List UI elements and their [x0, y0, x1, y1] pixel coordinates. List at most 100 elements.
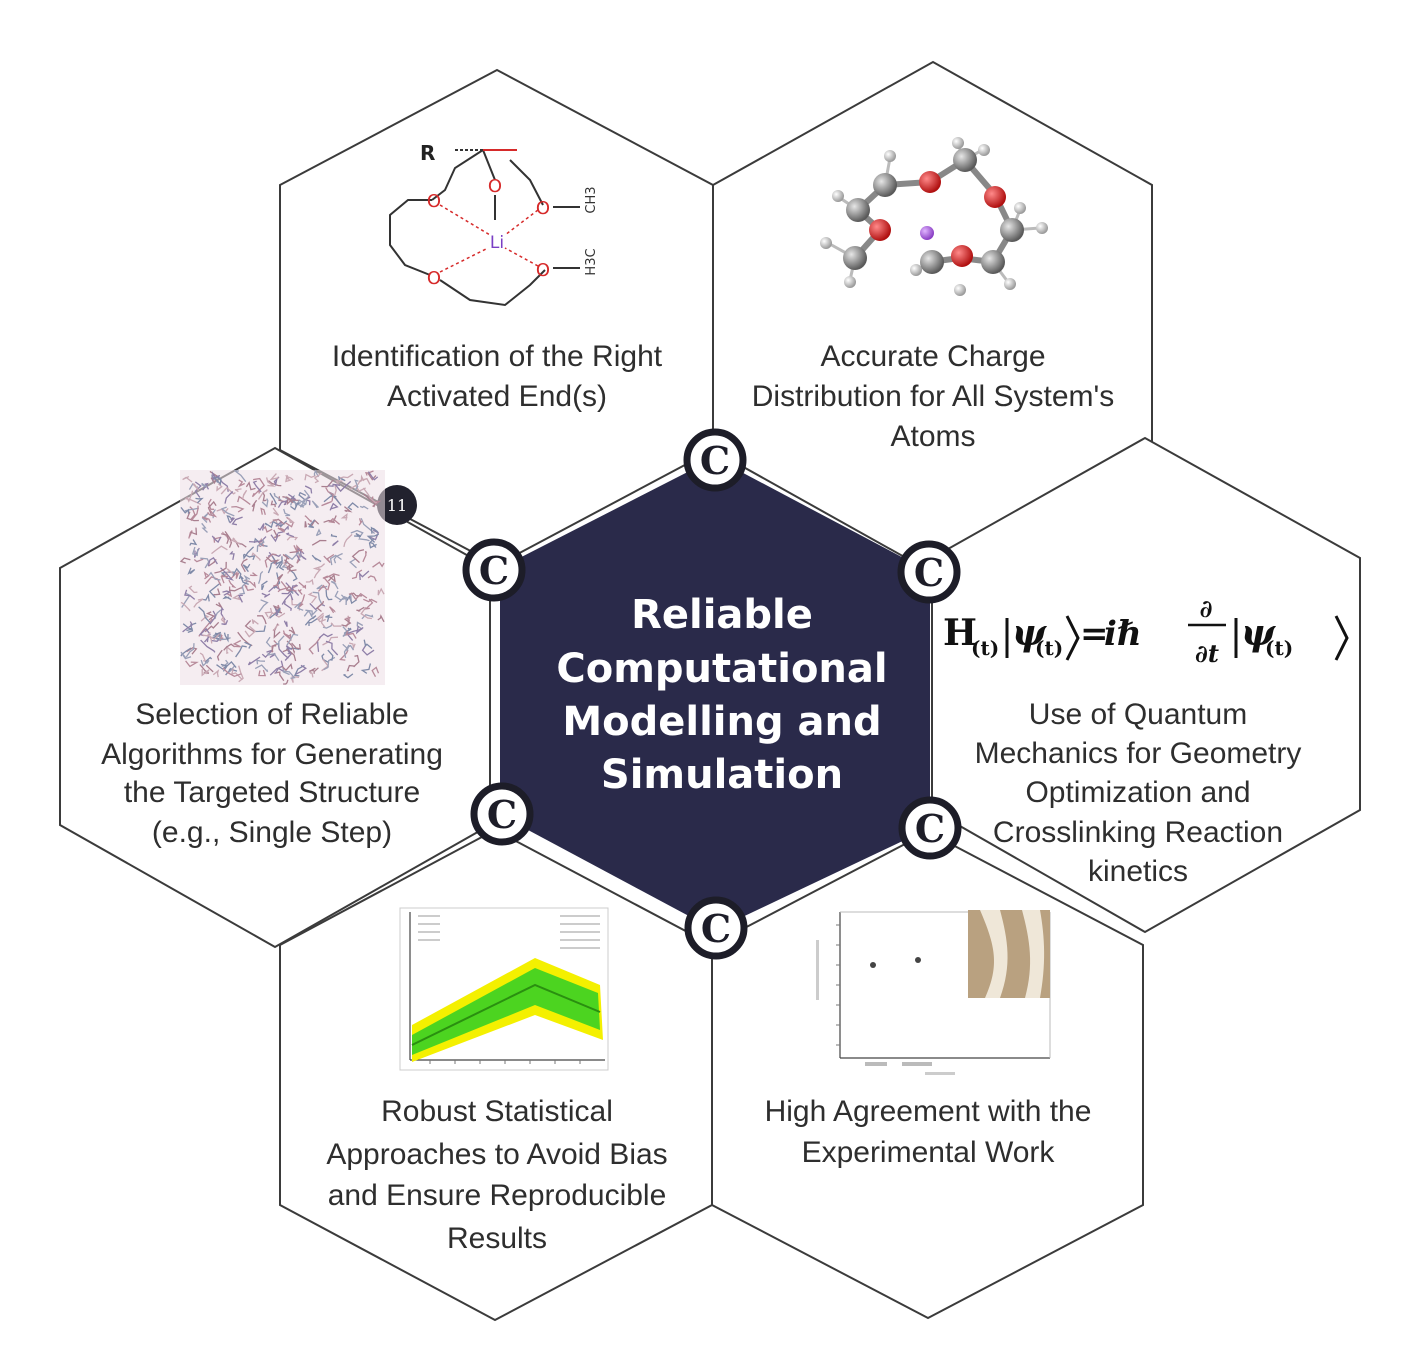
- polymer-chain-segment: [350, 592, 368, 601]
- polymer-chain-segment: [220, 506, 235, 517]
- oxygen-atom-1: O: [427, 191, 441, 212]
- polymer-chain-segment: [359, 505, 369, 510]
- polymer-chain-segment: [372, 561, 385, 568]
- polymer-chain-segment: [361, 613, 374, 620]
- polymer-chain-segment: [224, 490, 234, 504]
- right-caption-line-2: Mechanics for Geometry: [975, 737, 1302, 770]
- polymer-chain-segment: [298, 491, 307, 501]
- polymer-chain-segment: [343, 506, 353, 513]
- eq-psi-2: ψ: [1241, 612, 1276, 654]
- polymer-chain-segment: [356, 621, 364, 630]
- polymer-chain-segment: [238, 665, 244, 683]
- polymer-chain-segment: [285, 474, 291, 483]
- ball-and-stick-molecule: [820, 137, 1048, 296]
- polymer-chain-segment: [257, 523, 265, 531]
- polymer-chain-segment: [340, 513, 348, 521]
- polymer-chain-segment: [364, 470, 374, 476]
- polymer-chain-segment: [311, 500, 319, 509]
- polymer-chain-segment: [362, 487, 377, 504]
- polymer-chain-segment: [286, 633, 299, 646]
- band-inner-green: [412, 968, 600, 1055]
- polymer-chain-segment: [299, 594, 306, 608]
- polymer-chain-segment: [351, 569, 363, 580]
- polymer-chain-segment: [274, 671, 285, 682]
- svg-text:C: C: [914, 550, 944, 595]
- polymer-chain-segment: [222, 595, 232, 601]
- polymer-chain-segment: [205, 611, 216, 621]
- polymer-chain-segment: [272, 507, 280, 516]
- polymer-chain-segment: [305, 609, 318, 617]
- polymer-chain-segment: [325, 640, 339, 656]
- polymer-chain-segment: [339, 473, 354, 479]
- polymer-chain-segment: [286, 563, 297, 572]
- polymer-chain-segment: [325, 487, 334, 502]
- polymer-chain-segment: [362, 550, 368, 563]
- polymer-chain-segment: [195, 497, 204, 504]
- polymer-chain-segment: [264, 521, 274, 529]
- top-left-caption-line-1: Identification of the Right: [332, 340, 663, 373]
- polymer-chain-segment: [228, 579, 237, 589]
- polymer-chain-segment: [289, 548, 303, 554]
- polymer-chain-segment: [221, 533, 229, 545]
- eq-time-subscript-3: (t): [1265, 636, 1293, 660]
- polymer-chain-segment: [216, 663, 228, 670]
- top-left-caption-line-2: Activated End(s): [387, 380, 607, 413]
- polymer-chain-segment: [367, 471, 379, 481]
- polymer-chain-segment: [343, 673, 354, 679]
- polymer-chain-segment: [240, 558, 248, 573]
- polymer-chain-segment: [322, 636, 339, 646]
- svg-text:C: C: [487, 792, 517, 837]
- polymer-chain-segment: [285, 645, 293, 655]
- polymer-chain-segment: [338, 594, 352, 603]
- polymer-chain-segment: [271, 644, 277, 653]
- polymer-chain-segment: [185, 660, 199, 668]
- polymer-chain-segment: [233, 470, 247, 483]
- scatter-with-photo: [815, 905, 1053, 1077]
- polymer-chain-segment: [349, 484, 366, 492]
- polymer-chain-segment: [348, 642, 356, 651]
- polymer-chain-segment: [226, 645, 234, 655]
- svg-text:C: C: [479, 548, 509, 593]
- polymer-chain-segment: [273, 476, 280, 487]
- polymer-chain-segment: [265, 477, 276, 487]
- top-right-caption-line-2: Distribution for All System's: [752, 380, 1115, 413]
- polymer-chain-segment: [269, 660, 284, 676]
- polymer-chain-segment: [260, 507, 266, 515]
- eq-equals: =: [1080, 614, 1109, 654]
- polymer-chain-segment: [180, 601, 191, 612]
- polymer-chain-segment: [355, 625, 364, 635]
- polymer-chain-segment: [290, 501, 301, 511]
- polymer-chain-segment: [182, 476, 193, 483]
- polymer-chain-segment: [363, 639, 373, 650]
- polymer-chain-segment: [242, 489, 248, 500]
- top-left-caption: Identification of the Right Activated En…: [332, 340, 663, 413]
- polymer-chain-segment: [283, 561, 292, 574]
- polymer-chain-segment: [330, 622, 342, 627]
- polymer-chain-segment: [371, 496, 382, 508]
- polymer-chain-segment: [261, 580, 268, 591]
- polymer-chain-segment: [227, 665, 236, 674]
- polymer-chain-segment: [200, 557, 210, 569]
- polymer-chain-segment: [263, 525, 273, 533]
- polymer-chain-segment: [308, 670, 314, 678]
- polymer-chain-segment: [268, 611, 286, 620]
- polymer-chain-segment: [212, 471, 221, 481]
- polymer-chain-segment: [295, 664, 307, 675]
- polymer-chain-segment: [180, 507, 190, 514]
- left-caption-line-1: Selection of Reliable: [135, 698, 409, 731]
- polymer-chain-segment: [371, 666, 380, 678]
- r-group-label: R: [420, 141, 435, 165]
- connector-lower-left: C: [470, 782, 534, 846]
- schrodinger-equation: H (t) ψ (t) = iℏ ∂ ∂t ψ (t): [943, 594, 1349, 668]
- polymer-chain-segment: [367, 472, 377, 481]
- polymer-chain-segment: [283, 600, 292, 611]
- polymer-chain-segment: [186, 511, 199, 522]
- polymer-chain-segment: [282, 496, 293, 506]
- polymer-chain-segment: [207, 509, 218, 518]
- polymer-chain-segment: [252, 480, 262, 493]
- polymer-chain-segment: [318, 584, 328, 593]
- scatter-point-2: [915, 957, 921, 963]
- polymer-chain-segment: [322, 623, 334, 629]
- polymer-chain-segment: [296, 553, 301, 564]
- polymer-chain-segment: [184, 589, 196, 600]
